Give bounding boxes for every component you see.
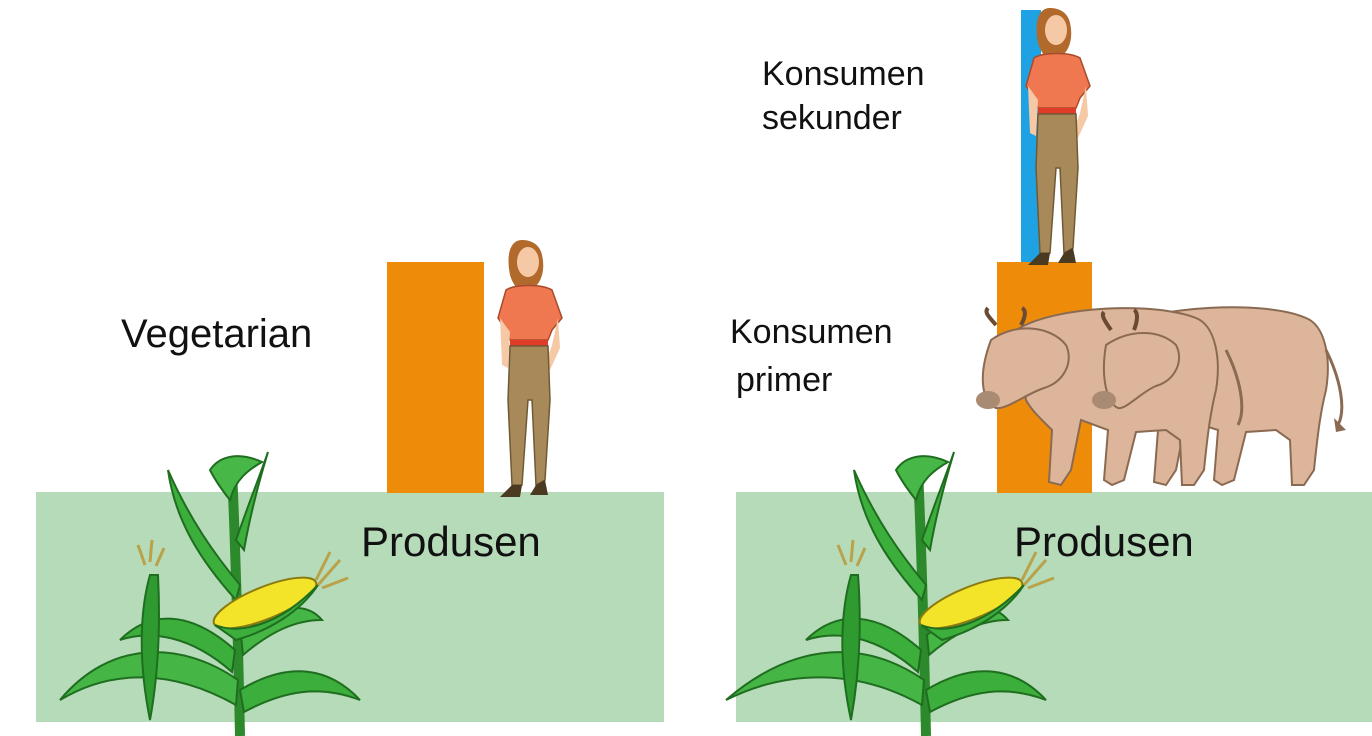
woman-icon — [498, 240, 562, 497]
producer-ground — [36, 492, 664, 722]
primary-consumer-label-line2: primer — [730, 356, 893, 404]
vegetarian-label: Vegetarian — [121, 310, 312, 358]
vegetarian-panel: Vegetarian Produsen — [0, 0, 686, 736]
secondary-consumer-label-line1: Konsumen — [762, 52, 925, 96]
vegetarian-diagram — [0, 0, 686, 736]
carnivore-panel: Konsumen sekunder Konsumen primer Produs… — [686, 0, 1372, 736]
producer-label: Produsen — [1014, 517, 1194, 567]
primary-consumer-label-line1: Konsumen — [730, 308, 893, 356]
primary-consumer-label: Konsumen primer — [730, 308, 893, 404]
secondary-consumer-label-line2: sekunder — [762, 96, 925, 140]
secondary-consumer-label: Konsumen sekunder — [762, 52, 925, 140]
producer-label: Produsen — [361, 517, 541, 567]
primary-consumer-bar — [387, 262, 484, 493]
